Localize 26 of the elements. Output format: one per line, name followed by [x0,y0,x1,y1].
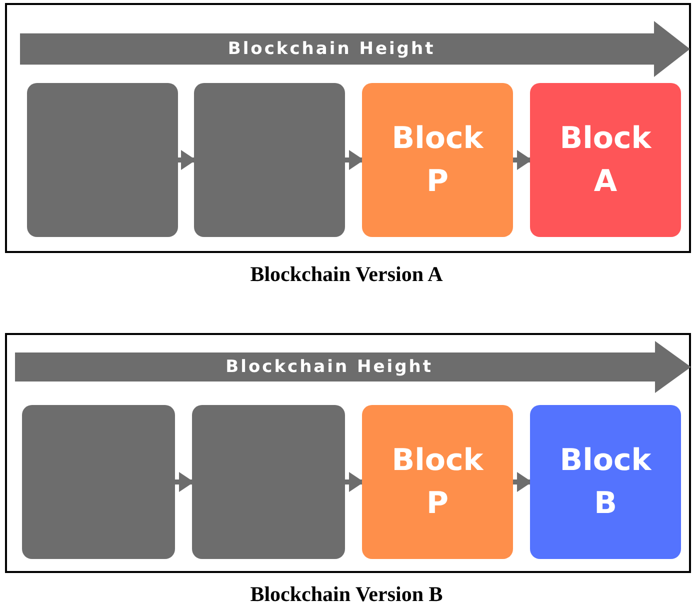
arrow [345,472,364,492]
arrow [175,472,194,492]
block-box [530,405,681,559]
block-label: Block A [558,120,652,201]
panel-label: Blockchain Version B [250,582,443,605]
block-box [192,405,345,559]
block-box [194,83,345,237]
panel-frame [5,3,691,253]
direction-arrow [15,341,691,393]
block-label: Block P [390,120,484,201]
block-label: Block B [558,442,652,523]
direction-arrow [20,21,690,77]
block-box [27,83,178,237]
arrow [345,150,364,170]
block-box [530,83,681,237]
block-box [362,405,513,559]
arrow [178,150,196,170]
block-box [362,83,513,237]
block-label: Block P [390,442,484,523]
panel-frame [5,333,691,573]
arrow [513,150,532,170]
block-box [22,405,175,559]
panel-label: Blockchain Version A [250,262,443,287]
arrow [513,472,532,492]
band-label: Blockchain Height [226,39,436,59]
band-label: Blockchain Height [224,357,434,377]
